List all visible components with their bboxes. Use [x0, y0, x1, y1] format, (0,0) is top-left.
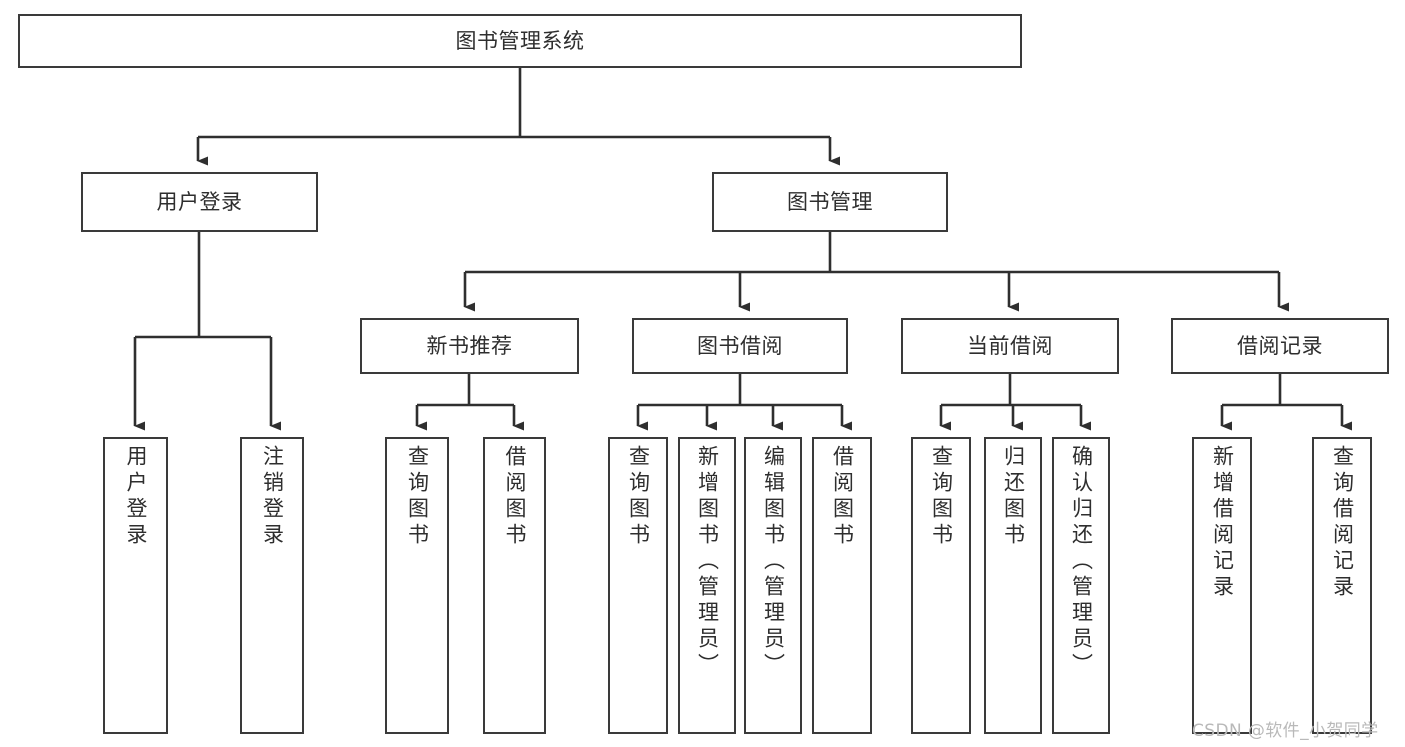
node-label: 确认归还（管理员）	[1069, 445, 1094, 679]
node-label: 当前借阅	[967, 333, 1053, 358]
node-label: 图书管理	[787, 189, 873, 214]
node-label: 查询图书	[405, 445, 430, 549]
node-leaf-borrow-book-2[interactable]: 借阅图书	[812, 437, 872, 734]
node-label: 编辑图书（管理员）	[761, 445, 786, 679]
node-label: 新书推荐	[426, 333, 513, 358]
node-borrow-record[interactable]: 借阅记录	[1171, 318, 1389, 374]
node-label: 用户登录	[156, 189, 243, 214]
node-current-borrow[interactable]: 当前借阅	[901, 318, 1119, 374]
node-label: 注销登录	[260, 445, 285, 549]
node-user-login[interactable]: 用户登录	[81, 172, 318, 232]
node-leaf-query-book-1[interactable]: 查询图书	[385, 437, 449, 734]
node-leaf-query-record[interactable]: 查询借阅记录	[1312, 437, 1372, 734]
node-book-manage[interactable]: 图书管理	[712, 172, 948, 232]
node-leaf-logout[interactable]: 注销登录	[240, 437, 304, 734]
node-leaf-borrow-book-1[interactable]: 借阅图书	[483, 437, 546, 734]
node-label: 归还图书	[1001, 445, 1026, 549]
node-leaf-user-login[interactable]: 用户登录	[103, 437, 168, 734]
node-label: 查询图书	[929, 445, 954, 549]
node-leaf-confirm-return[interactable]: 确认归还（管理员）	[1052, 437, 1110, 734]
node-leaf-edit-book[interactable]: 编辑图书（管理员）	[744, 437, 802, 734]
node-label: 用户登录	[124, 445, 148, 549]
node-label: 新增借阅记录	[1210, 445, 1235, 601]
node-new-book-recommend[interactable]: 新书推荐	[360, 318, 579, 374]
node-leaf-query-book-3[interactable]: 查询图书	[911, 437, 971, 734]
node-leaf-add-record[interactable]: 新增借阅记录	[1192, 437, 1252, 734]
node-book-borrow[interactable]: 图书借阅	[632, 318, 848, 374]
node-label: 借阅图书	[503, 445, 527, 549]
node-label: 图书管理系统	[455, 28, 585, 53]
node-label: 图书借阅	[697, 333, 783, 358]
node-label: 借阅图书	[830, 445, 855, 549]
node-label: 查询图书	[626, 445, 651, 549]
node-leaf-query-book-2[interactable]: 查询图书	[608, 437, 668, 734]
node-leaf-return-book[interactable]: 归还图书	[984, 437, 1042, 734]
node-label: 新增图书（管理员）	[695, 445, 720, 679]
node-label: 借阅记录	[1237, 333, 1323, 358]
node-leaf-add-book[interactable]: 新增图书（管理员）	[678, 437, 736, 734]
node-label: 查询借阅记录	[1330, 445, 1355, 601]
node-root[interactable]: 图书管理系统	[18, 14, 1022, 68]
